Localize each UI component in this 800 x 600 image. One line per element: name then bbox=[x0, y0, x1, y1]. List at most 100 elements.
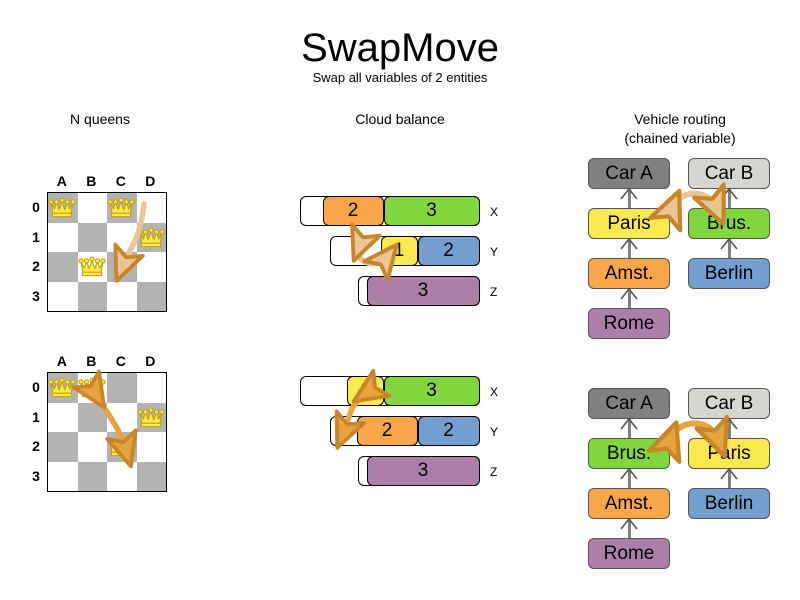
cloud-process-Y-2[interactable]: 2 bbox=[417, 235, 480, 266]
vrp-visit-a-paris[interactable]: Paris bbox=[588, 208, 670, 239]
vrp-link-b-1 bbox=[727, 239, 731, 258]
board-cell-C1[interactable] bbox=[107, 222, 137, 252]
board-row-header-2: 2 bbox=[32, 438, 40, 454]
queen-C0[interactable] bbox=[107, 196, 135, 218]
board-row-header-3: 3 bbox=[32, 287, 40, 304]
vrp-visit-a-amst[interactable]: Amst. bbox=[588, 258, 670, 289]
board-cell-B0[interactable] bbox=[77, 193, 107, 223]
board-cell-D0[interactable] bbox=[136, 373, 166, 403]
vrp-visit-b-brus[interactable]: Brus. bbox=[688, 208, 770, 239]
vrp-link-b-0 bbox=[727, 189, 731, 208]
board-cell-B1[interactable] bbox=[77, 402, 107, 432]
board-column-header-D: D bbox=[145, 353, 156, 369]
board-cell-D3[interactable] bbox=[136, 461, 166, 491]
board-cell-A3[interactable] bbox=[48, 461, 78, 491]
vrp-visit-a-brus[interactable]: Brus. bbox=[588, 438, 670, 469]
board-cell-D3[interactable] bbox=[136, 281, 166, 311]
vrp-link-b-1-arrowhead bbox=[720, 468, 738, 480]
cloud-process-Y-1[interactable]: 1 bbox=[380, 235, 418, 266]
queen-A0[interactable] bbox=[48, 196, 76, 218]
board-cell-A2[interactable] bbox=[48, 432, 78, 462]
vrp-vehicle-car-a[interactable]: Car A bbox=[588, 158, 670, 189]
vrp-link-a-0-arrowhead bbox=[620, 188, 638, 200]
vrp-link-a-1 bbox=[627, 239, 631, 258]
queen-D1[interactable] bbox=[136, 406, 165, 428]
cloud-row-label-X: X bbox=[490, 205, 499, 219]
cloud-process-Y-2[interactable]: 2 bbox=[417, 415, 480, 446]
vrp-link-a-0-arrowhead bbox=[620, 418, 638, 430]
vrp-link-a-2-arrowhead bbox=[620, 518, 638, 530]
vrp-swap-arrow-before bbox=[648, 182, 726, 233]
cloud-process-X-2[interactable]: 2 bbox=[322, 195, 384, 226]
board-row-header-0: 0 bbox=[32, 199, 40, 215]
vrp-visit-a-amst[interactable]: Amst. bbox=[588, 488, 670, 519]
queen-B2[interactable] bbox=[77, 255, 106, 277]
vrp-link-a-2 bbox=[627, 519, 631, 538]
vrp-visit-b-paris[interactable]: Paris bbox=[688, 438, 770, 469]
board-cell-B3[interactable] bbox=[77, 281, 107, 311]
queen-B0[interactable] bbox=[77, 376, 106, 398]
vrp-link-a-1-arrowhead bbox=[620, 468, 638, 480]
cloud-process-Z-3[interactable]: 3 bbox=[366, 455, 480, 486]
vrp-link-a-2 bbox=[627, 289, 631, 308]
board-cell-C3[interactable] bbox=[107, 281, 137, 311]
board-cell-D2[interactable] bbox=[136, 252, 166, 282]
board-cell-C0[interactable] bbox=[107, 373, 137, 403]
cloud-row-label-Y: Y bbox=[490, 245, 499, 259]
board-column-header-A: A bbox=[56, 353, 67, 369]
vrp-visit-b-berlin[interactable]: Berlin bbox=[688, 488, 770, 519]
board-cell-D0[interactable] bbox=[136, 193, 166, 223]
queen-A0[interactable] bbox=[48, 376, 76, 398]
cloud-process-Y-2[interactable]: 2 bbox=[356, 415, 418, 446]
vrp-link-b-1-arrowhead bbox=[720, 238, 738, 250]
board-row-header-3: 3 bbox=[32, 467, 40, 484]
vrp-visit-a-rome[interactable]: Rome bbox=[588, 308, 670, 339]
board-column-header-D: D bbox=[145, 173, 156, 189]
vrp-link-a-0 bbox=[627, 419, 631, 438]
vrp-vehicle-car-b[interactable]: Car B bbox=[688, 158, 770, 189]
vrp-link-b-0-arrowhead bbox=[720, 188, 738, 200]
cloud-process-X-3[interactable]: 3 bbox=[383, 195, 480, 226]
board-cell-A1[interactable] bbox=[48, 222, 78, 252]
section-title-vrp-line1: Vehicle routing bbox=[634, 111, 726, 127]
page-title: SwapMove bbox=[301, 26, 499, 70]
vrp-visit-a-rome[interactable]: Rome bbox=[588, 538, 670, 569]
board-cell-A3[interactable] bbox=[48, 281, 78, 311]
board-cell-C2[interactable] bbox=[107, 252, 137, 282]
cloud-bar-Z: 3 bbox=[358, 455, 480, 486]
board-cell-A1[interactable] bbox=[48, 402, 78, 432]
cloud-process-X-3[interactable]: 3 bbox=[383, 375, 480, 406]
section-title-nqueens: N queens bbox=[70, 111, 130, 127]
cloud-row-label-Y: Y bbox=[490, 425, 499, 439]
vrp-vehicle-car-a[interactable]: Car A bbox=[588, 388, 670, 419]
queen-C2[interactable] bbox=[107, 435, 135, 457]
board-cell-B1[interactable] bbox=[77, 222, 107, 252]
vrp-link-a-1 bbox=[627, 469, 631, 488]
board-column-header-A: A bbox=[56, 173, 67, 189]
cloud-row-label-Z: Z bbox=[490, 465, 498, 479]
queen-D1[interactable] bbox=[136, 226, 165, 248]
page-subtitle: Swap all variables of 2 entities bbox=[312, 70, 488, 85]
vrp-link-a-0 bbox=[627, 189, 631, 208]
board-column-header-B: B bbox=[86, 353, 97, 369]
board-cell-B3[interactable] bbox=[77, 461, 107, 491]
vrp-vehicle-car-b[interactable]: Car B bbox=[688, 388, 770, 419]
board-cell-D2[interactable] bbox=[136, 432, 166, 462]
cloud-row-label-Z: Z bbox=[490, 285, 498, 299]
board-cell-A2[interactable] bbox=[48, 252, 78, 282]
cloud-process-X-1[interactable]: 1 bbox=[346, 375, 384, 406]
board-cell-C1[interactable] bbox=[107, 402, 137, 432]
vrp-visit-b-berlin[interactable]: Berlin bbox=[688, 258, 770, 289]
board-cell-B2[interactable] bbox=[77, 432, 107, 462]
cloud-row-label-X: X bbox=[490, 385, 499, 399]
board-cell-C3[interactable] bbox=[107, 461, 137, 491]
board-row-header-0: 0 bbox=[32, 379, 40, 395]
cloud-process-Z-3[interactable]: 3 bbox=[366, 275, 480, 306]
board-column-header-C: C bbox=[115, 173, 126, 189]
board-column-header-B: B bbox=[86, 173, 97, 189]
